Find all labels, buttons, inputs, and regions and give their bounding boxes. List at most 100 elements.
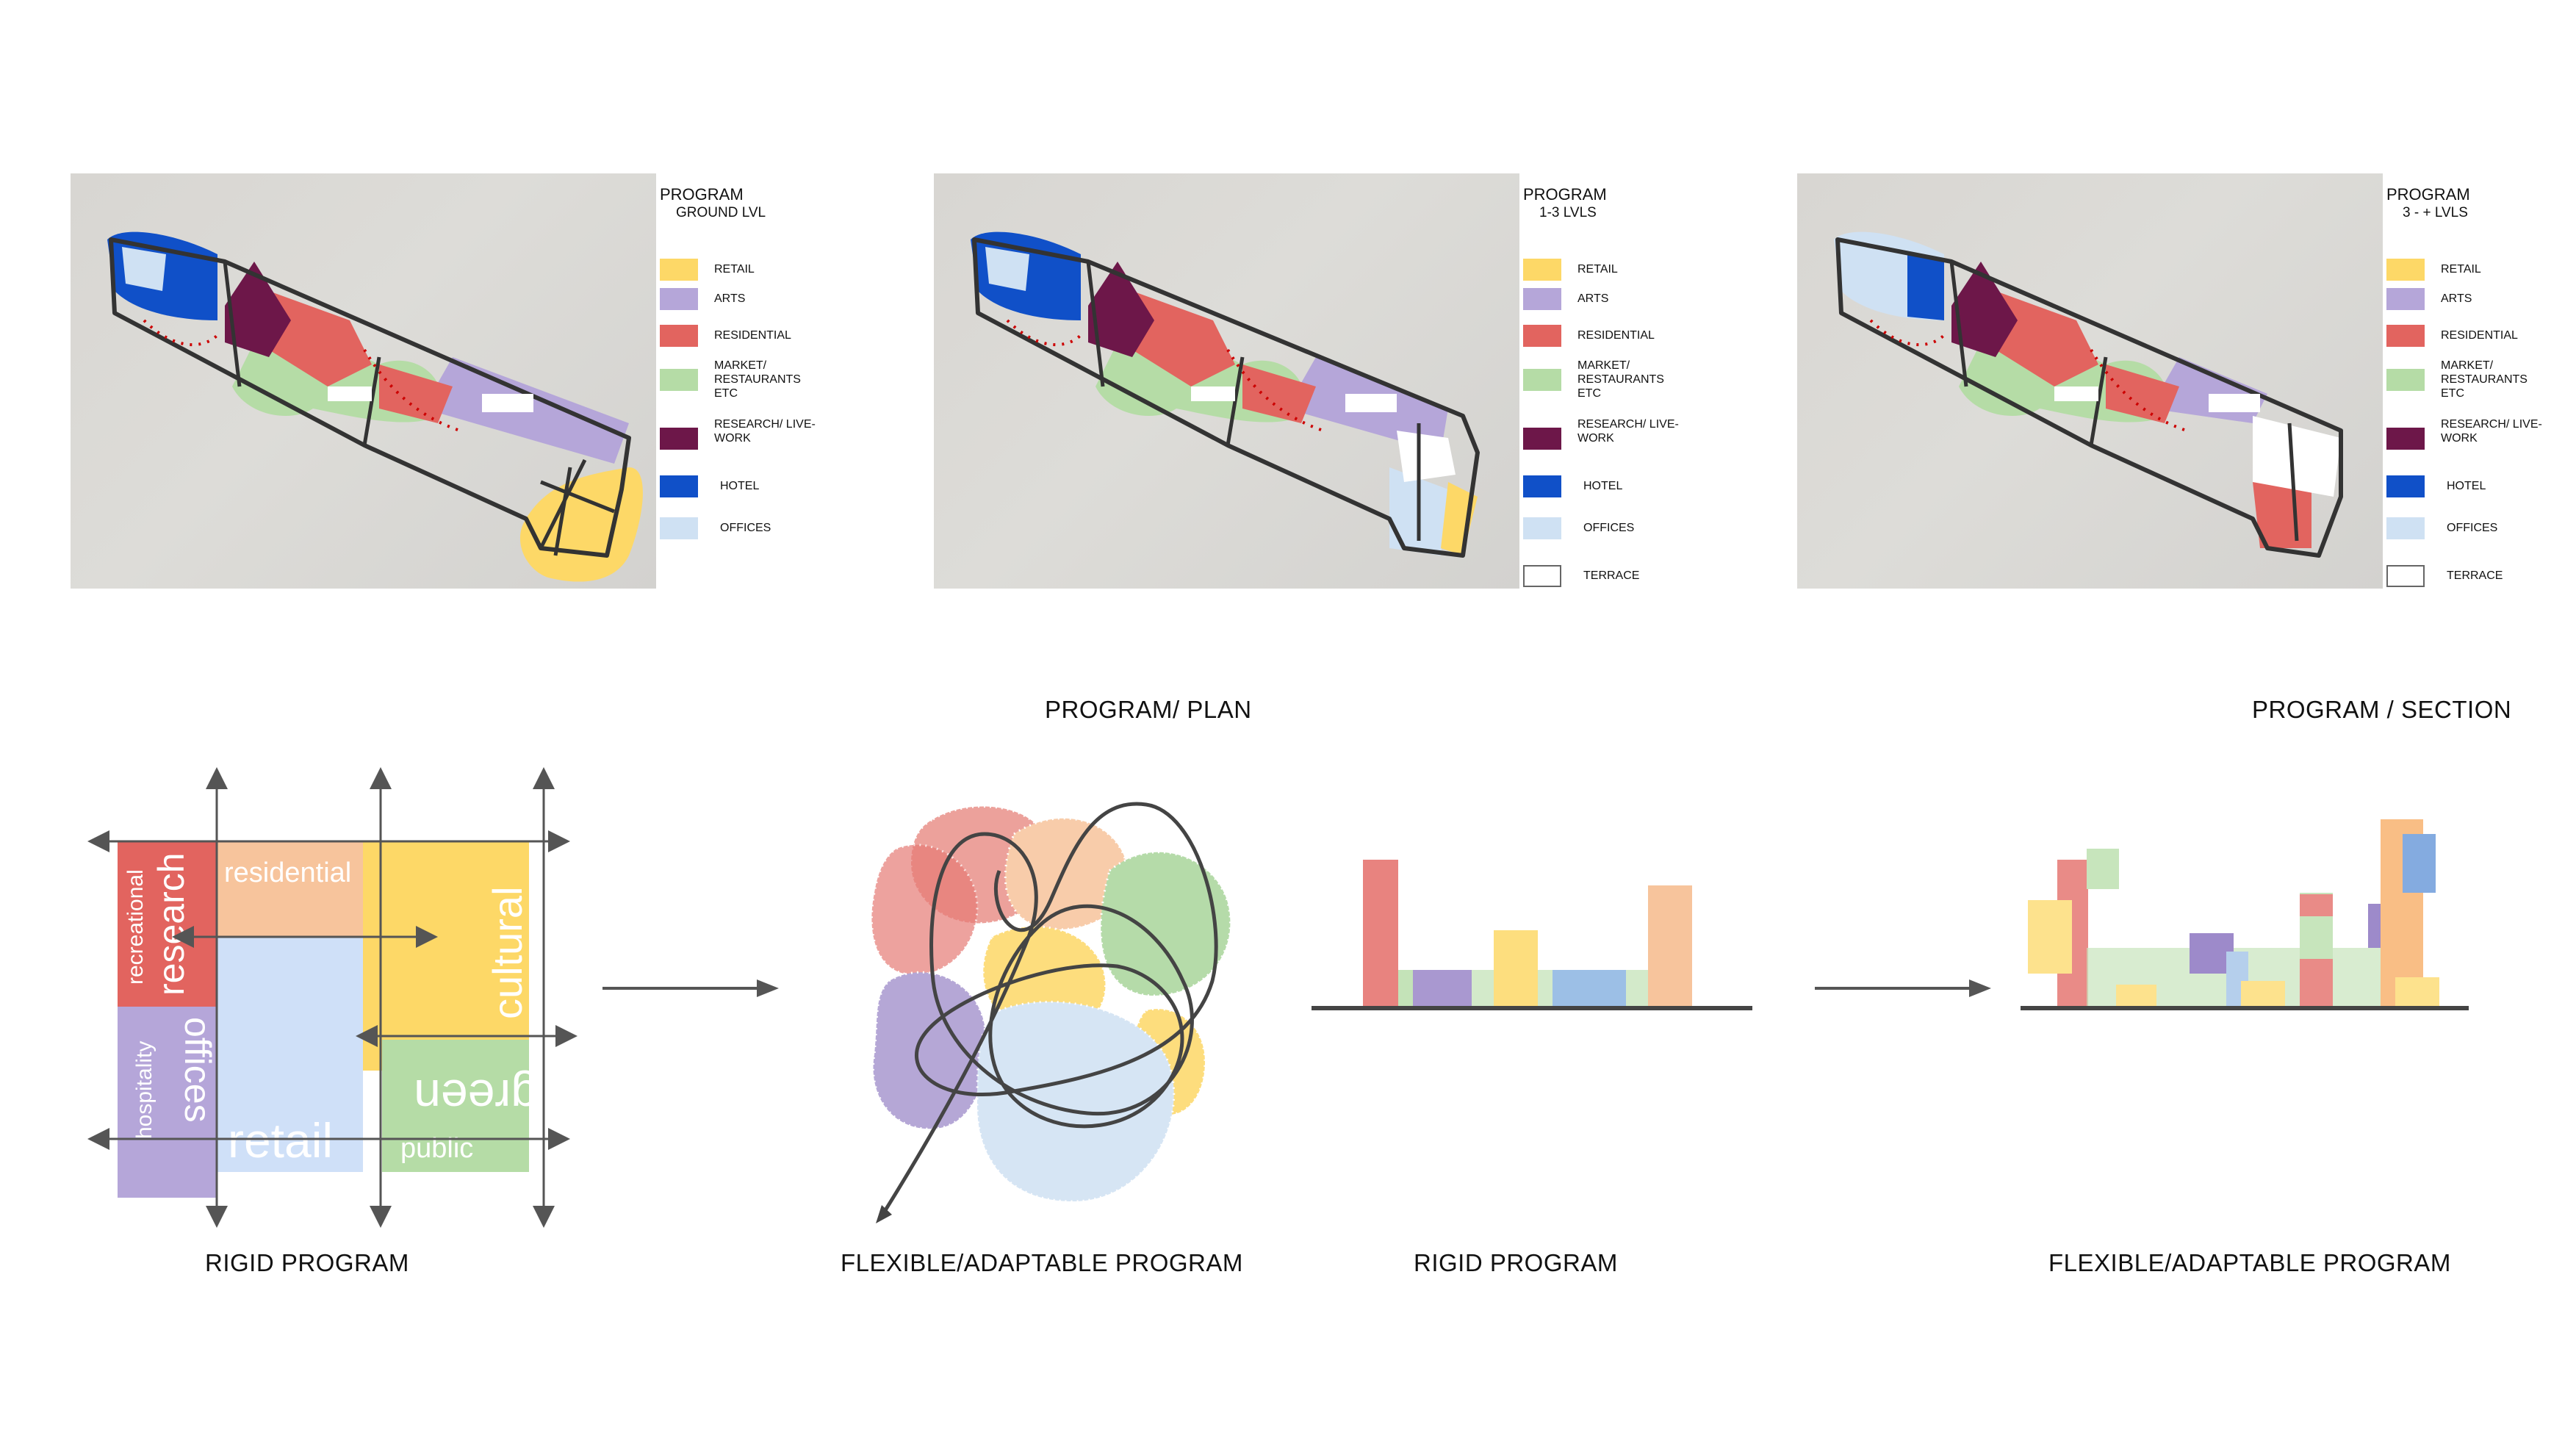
caption-flexible-plan: FLEXIBLE/ADAPTABLE PROGRAM	[841, 1249, 1243, 1276]
residential-zone	[1996, 291, 2098, 386]
hotel-zone	[1907, 254, 1944, 320]
legend-label-residential: RESIDENTIAL	[714, 329, 791, 342]
research-zone	[225, 262, 291, 357]
building-block	[2054, 386, 2098, 401]
label-research: research	[151, 852, 192, 996]
caption-rigid-plan: RIGID PROGRAM	[205, 1249, 409, 1276]
legend-label-hotel: HOTEL	[2447, 480, 2486, 492]
legend-swatch-research	[660, 428, 698, 450]
legend-swatch-market	[1523, 369, 1561, 391]
site-plan-ground-drawing	[107, 231, 643, 582]
terrace-zone	[1397, 431, 1456, 482]
grid-cell-retail	[216, 937, 363, 1172]
terrace-zone	[2253, 416, 2341, 497]
legend-label-retail: RETAIL	[2441, 263, 2481, 276]
legend-swatch-arts	[2386, 288, 2425, 310]
legend-label-retail: RETAIL	[714, 263, 755, 276]
legend-label-market: MARKET/ RESTAURANTS ETC	[714, 359, 801, 400]
label-offices: offices	[177, 1017, 218, 1123]
blob-green	[1099, 851, 1231, 997]
legend-swatch-offices	[1523, 517, 1561, 539]
legend-label-arts: ARTS	[1577, 292, 1609, 305]
label-recreational: recreational	[123, 869, 148, 985]
flow-arrowhead	[876, 1205, 892, 1223]
block-retail	[2395, 977, 2439, 1007]
retail-zone	[519, 467, 643, 582]
site-plan-upper-map	[1797, 173, 2383, 589]
building-block	[328, 386, 372, 401]
bar-offices	[1553, 970, 1626, 1007]
site-paths	[540, 467, 615, 556]
legend-swatch-retail	[2386, 259, 2425, 281]
legend-label-market: MARKET/ RESTAURANTS ETC	[2441, 359, 2528, 400]
bar-green	[1538, 970, 1553, 1007]
legend-level: 1-3 LVLS	[1539, 205, 1597, 220]
legend-swatch-market	[2386, 369, 2425, 391]
legend-swatch-terrace	[2386, 565, 2425, 587]
legend-swatch-residential	[2386, 325, 2425, 347]
legend-heading: PROGRAM	[660, 185, 744, 204]
residential-zone	[269, 291, 372, 386]
legend-swatch-research	[2386, 428, 2425, 450]
building-block	[482, 394, 533, 412]
blob-hospitality	[872, 971, 987, 1130]
caption-rigid-section: RIGID PROGRAM	[1414, 1249, 1618, 1276]
legend-swatch-arts	[1523, 288, 1561, 310]
rigid-program-grid: recreational research residential cultur…	[87, 767, 578, 1228]
grid-cell-research	[118, 841, 216, 1029]
label-cultural: cultural	[484, 886, 530, 1019]
bar-green	[1472, 970, 1494, 1007]
flow-line	[879, 802, 1218, 1218]
building-block	[1191, 386, 1235, 401]
legend-level: GROUND LVL	[676, 205, 766, 220]
legend-swatch-offices	[660, 517, 698, 539]
legend-label-research: RESEARCH/ LIVE-WORK	[714, 418, 816, 445]
grid-cell-hospitality	[118, 1007, 216, 1198]
residential-zone	[379, 364, 453, 423]
bar-green	[1626, 970, 1648, 1007]
blob-recreational	[870, 844, 979, 976]
legend-label-offices: OFFICES	[720, 522, 771, 534]
research-zone	[1951, 262, 2018, 357]
bar-research	[1648, 885, 1692, 1007]
flexible-section-blocks	[2021, 819, 2469, 1010]
site-plan-mid-map	[934, 173, 1519, 589]
rigid-section-bars	[1312, 860, 1752, 1010]
legend-swatch-terrace	[1523, 565, 1561, 587]
legend-label-hotel: HOTEL	[1583, 480, 1623, 492]
legend-swatch-retail	[660, 259, 698, 281]
bar-retail	[1494, 930, 1538, 1007]
site-plan-upper-drawing	[1834, 231, 2343, 558]
flexible-program-blobs	[870, 802, 1231, 1223]
label-retail: retail	[228, 1113, 333, 1168]
legend-label-hotel: HOTEL	[720, 480, 760, 492]
bar-arts	[1413, 970, 1472, 1007]
block-green	[2087, 849, 2119, 889]
building-block	[2209, 394, 2260, 412]
legend-heading: PROGRAM	[1523, 185, 1607, 204]
residential-zone	[1242, 364, 1316, 423]
legend-label-terrace: TERRACE	[1583, 569, 1640, 582]
label-hospitality: hospitality	[132, 1041, 156, 1139]
legend-label-residential: RESIDENTIAL	[1577, 329, 1655, 342]
legend-swatch-research	[1523, 428, 1561, 450]
transition-arrow-plan	[602, 979, 779, 997]
offices-zone	[122, 247, 166, 291]
label-green: green	[414, 1070, 538, 1124]
dotted-route	[143, 319, 461, 432]
legend-label-retail: RETAIL	[1577, 263, 1618, 276]
block-retail	[2028, 900, 2072, 974]
site-plan-ground-map	[71, 173, 656, 589]
site-plan-mid-drawing	[971, 231, 1480, 558]
grid-cell-cultural	[363, 841, 529, 1071]
legend-swatch-offices	[2386, 517, 2425, 539]
legend-swatch-residential	[1523, 325, 1561, 347]
block-retail	[2241, 981, 2285, 1007]
building-block	[1345, 394, 1397, 412]
bar-residential	[1363, 860, 1398, 1007]
legend-level: 3 - + LVLS	[2403, 205, 2468, 220]
legend-label-market: MARKET/ RESTAURANTS ETC	[1577, 359, 1664, 400]
legend-label-research: RESEARCH/ LIVE-WORK	[1577, 418, 1679, 445]
